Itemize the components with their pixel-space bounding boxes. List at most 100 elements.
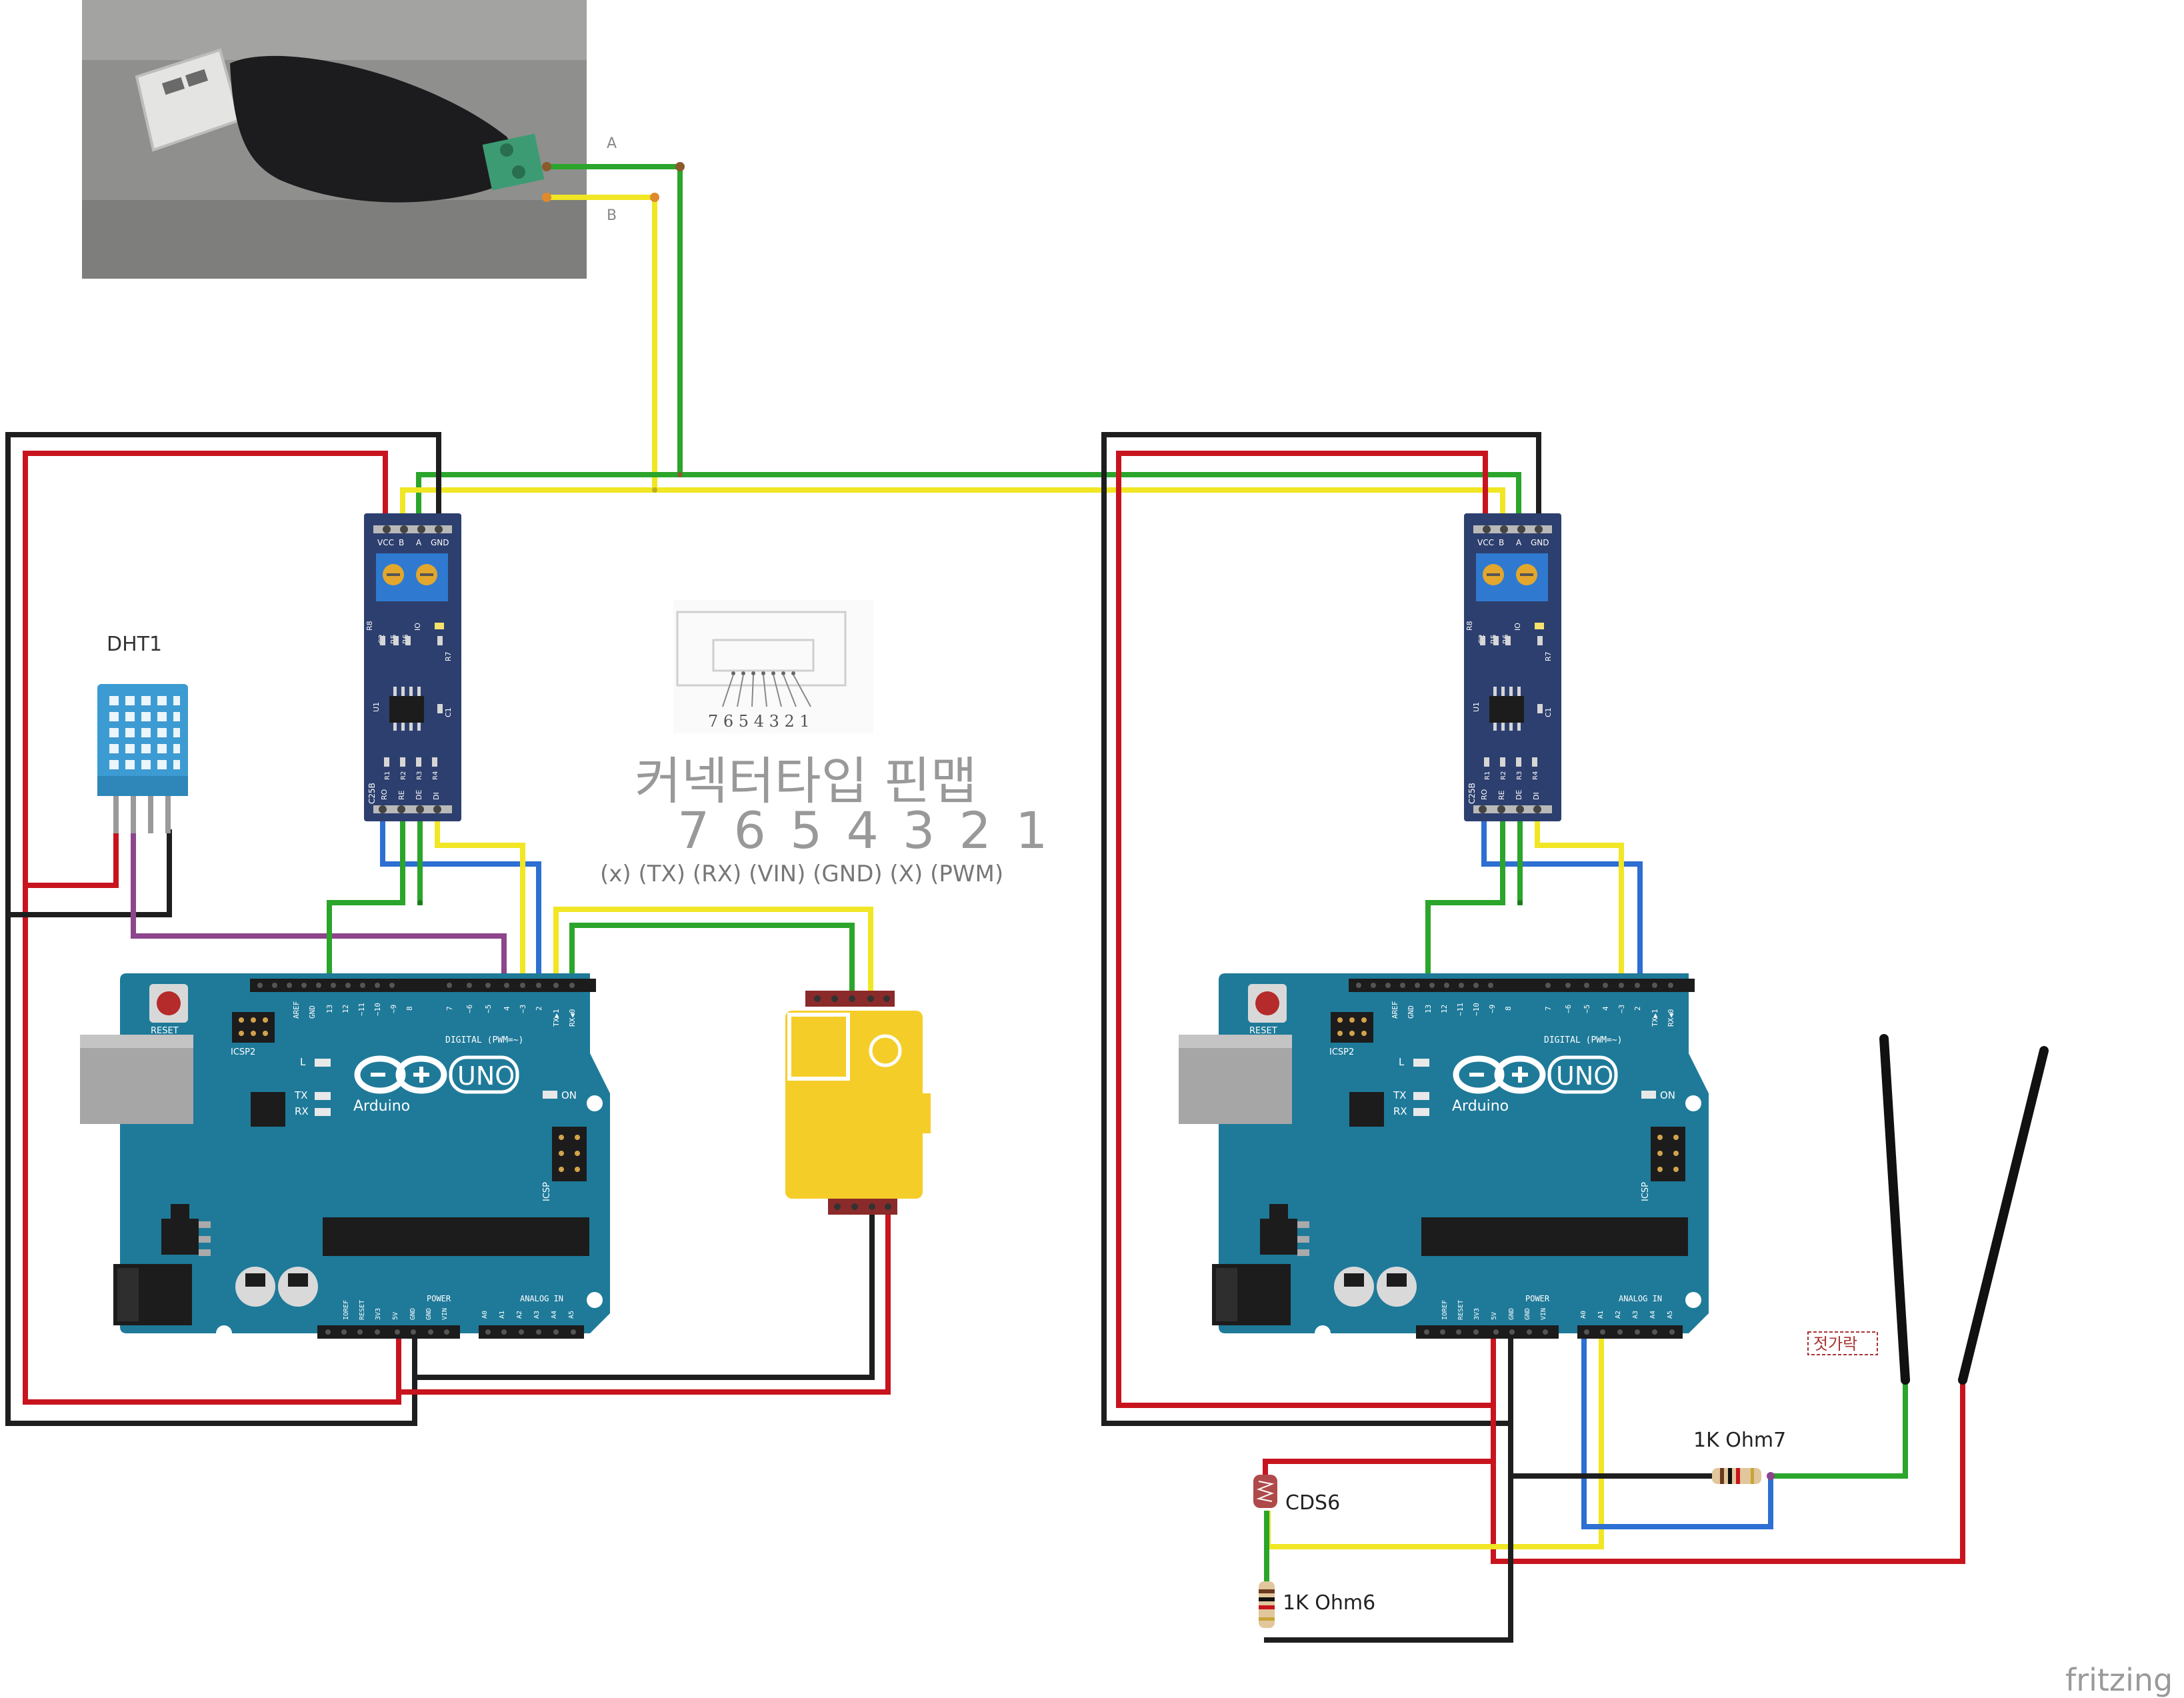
left-pin-rx0: RX◀0 (568, 1009, 577, 1027)
left-label-r3: R3 (416, 771, 423, 780)
wire-sensor-vin-red (396, 1203, 891, 1395)
right-rs485-module: VCC B A GND R8 C2 R5 R6 IO R7 U1 C1 C25B… (1464, 513, 1561, 821)
wire-right-re-green (1425, 811, 1505, 986)
left-pin-aref: AREF (292, 1001, 301, 1019)
right-pin-a0: A0 (1580, 1311, 1587, 1319)
right-pin-ro: RO (1480, 789, 1489, 800)
left-pin-gnd: GND (431, 538, 449, 547)
right-pin-a: A (1516, 538, 1522, 547)
left-pin-di: DI (432, 792, 441, 800)
left-pin-vin: VIN (441, 1308, 449, 1320)
right-pin-5: ~5 (1583, 1005, 1591, 1013)
left-pin-3: ~3 (519, 1005, 527, 1013)
connector-pin-functions: (x) (TX) (RX) (VIN) (GND) (X) (PWM) (600, 861, 1003, 887)
dht11-sensor (97, 684, 188, 833)
left-pin-ioref: IOREF (343, 1300, 350, 1320)
right-pin-gnd2: GND (1524, 1308, 1531, 1320)
left-pin-a2: A2 (516, 1311, 523, 1319)
right-pin-7: 7 (1544, 1006, 1553, 1011)
left-pin-3v3: 3V3 (375, 1308, 382, 1320)
right-label-r4: R4 (1532, 771, 1539, 780)
right-pin-vin: VIN (1540, 1308, 1547, 1320)
left-pin-10: ~10 (373, 1003, 382, 1016)
wire-right-gnd-black (1101, 432, 1541, 1426)
left-pin-gnd-top: GND (308, 1005, 317, 1019)
left-label-u1: U1 (372, 702, 381, 712)
right-pin-reset: RESET (1457, 1300, 1465, 1320)
resistor-1k-ohm7 (1712, 1468, 1761, 1484)
right-pin-6: ~6 (1564, 1005, 1573, 1013)
chopstick-right (1958, 1046, 2049, 1385)
wire-left-di-yellow (435, 811, 525, 986)
left-pin-de: DE (415, 790, 423, 800)
right-analog-label: ANALOG IN (1619, 1294, 1662, 1303)
left-led-l: L (300, 1056, 306, 1068)
left-label-c1: C1 (444, 707, 453, 717)
left-rs485-module: VCC B A GND R8 C2 R5 R6 IO R7 U1 C1 C25B… (364, 513, 461, 821)
wire-bus-a-green (416, 472, 1521, 523)
left-pin-11: ~11 (357, 1003, 366, 1016)
connector-title: 커넥터타입 핀맵 (635, 751, 977, 811)
left-pin-re: RE (397, 790, 406, 800)
left-label-io: IO (413, 623, 422, 631)
right-pin-10: ~10 (1472, 1003, 1481, 1016)
connector-drawing (673, 600, 873, 733)
resistor6-label: 1K Ohm6 (1283, 1591, 1375, 1615)
left-led-rx: RX (295, 1105, 309, 1117)
right-arduino-logo-icon (1453, 1055, 1618, 1094)
left-pin-7: 7 (445, 1006, 454, 1011)
chopstick-probes (1879, 1034, 2049, 1385)
right-label-r8: R8 (1465, 621, 1474, 631)
chopstick-left (1879, 1034, 1910, 1385)
wire-probe-red (1491, 1377, 1965, 1564)
left-power-label: POWER (427, 1294, 451, 1303)
usb-pin-b-label: B (607, 207, 617, 224)
right-pin-tx1: TX▶1 (1651, 1009, 1659, 1027)
right-pin-gnd1: GND (1508, 1308, 1515, 1320)
left-pin-8: 8 (405, 1006, 414, 1011)
right-digital-label: DIGITAL (PWM=~) (1544, 1035, 1622, 1045)
right-pin-re: RE (1497, 790, 1506, 800)
wire-a0-blue (1581, 1331, 1773, 1529)
left-arduino-logo-icon (354, 1055, 519, 1094)
right-pin-rx0: RX◀0 (1667, 1009, 1675, 1027)
wire-dht-data-purple (131, 829, 507, 986)
cds-photoresistor (1253, 1475, 1277, 1508)
right-pin-vcc: VCC (1477, 538, 1494, 547)
wire-junctions (417, 162, 1967, 1480)
right-label-c25b: C25B (1467, 783, 1477, 804)
usb-pin-a-label: A (607, 135, 617, 152)
wire-cds-5v-red (1263, 1331, 1496, 1476)
right-led-tx: TX (1393, 1089, 1406, 1101)
right-pin-3v3: 3V3 (1473, 1308, 1481, 1320)
right-pin-de: DE (1515, 790, 1523, 800)
left-brand-label: Arduino (353, 1098, 410, 1115)
left-pin-a0: A0 (481, 1311, 489, 1319)
left-label-r2: R2 (400, 771, 407, 780)
right-pin-ioref: IOREF (1441, 1300, 1449, 1320)
right-pin-b: B (1499, 538, 1504, 547)
right-label-u1: U1 (1472, 702, 1481, 712)
left-reset-label: RESET (151, 1026, 179, 1036)
right-led-l: L (1399, 1056, 1405, 1068)
wire-probe-green (1768, 1377, 1908, 1479)
right-label-io: IO (1513, 623, 1522, 631)
right-pin-13: 13 (1424, 1005, 1433, 1013)
right-pin-di: DI (1532, 792, 1541, 800)
left-pin-4: 4 (503, 1006, 511, 1011)
wire-dht-vcc-red (23, 829, 119, 888)
right-label-r3: R3 (1516, 771, 1523, 780)
left-pin-5: ~5 (484, 1005, 493, 1013)
right-reset-label: RESET (1249, 1026, 1277, 1036)
wire-r7-gnd-black (1508, 1421, 1715, 1479)
left-icsp-label: ICSP (542, 1182, 552, 1201)
right-pin-12: 12 (1440, 1005, 1449, 1013)
right-pin-11: ~11 (1456, 1003, 1465, 1016)
wires (5, 164, 1965, 1643)
right-led-rx: RX (1393, 1105, 1407, 1117)
right-pin-aref: AREF (1391, 1001, 1399, 1019)
right-brand-label: Arduino (1452, 1098, 1509, 1115)
right-label-r1: R1 (1484, 771, 1491, 780)
wire-bus-b-yellow (400, 487, 1505, 523)
right-pin-4: 4 (1601, 1006, 1610, 1011)
